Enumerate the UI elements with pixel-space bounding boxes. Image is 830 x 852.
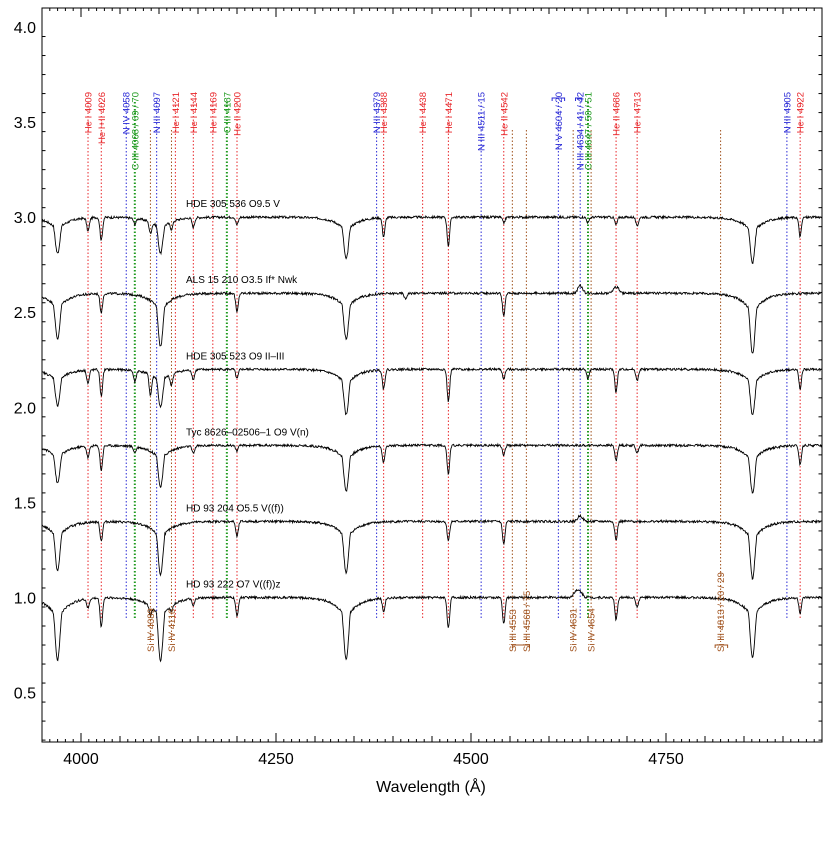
y-tick-label: 1.5 [14, 495, 36, 512]
spectrum-label: HDE 305 536 O9.5 V [186, 199, 280, 210]
y-tick-label: 3.5 [14, 115, 36, 132]
line-id-label: Si III 4568 / 75 [522, 591, 533, 652]
line-id-label: He I 4438 [418, 92, 429, 133]
line-id-label: He I 4471 [444, 92, 455, 133]
y-tick-label: 2.5 [14, 305, 36, 322]
line-id-label: Si III 4813 / 20 / 29 [716, 572, 727, 652]
line-id-label: N IV 4058 [122, 92, 133, 134]
line-id-label: Si IV 4116 [167, 609, 178, 652]
y-tick-label: 4.0 [14, 20, 36, 37]
spectrum-line [41, 366, 823, 416]
spectrum-line [41, 214, 823, 264]
line-id-label: C III 4187 [222, 92, 233, 133]
line-id-label: Si IV 4654 [587, 608, 598, 652]
line-id-label: N III 4379 [372, 92, 383, 133]
x-tick-label: 4250 [258, 751, 294, 768]
line-id-label: C III 4068 / 69 / 70 [130, 92, 141, 170]
line-id-label: Si III 4553 [508, 609, 519, 652]
line-id-label: N III 4905 [782, 92, 793, 133]
line-id-label: He I 4922 [796, 92, 807, 133]
line-id-label: He II 4542 [499, 92, 510, 136]
blend-bracket [551, 97, 566, 101]
spectrum-label: ALS 15 210 O3.5 If* Nwk [186, 275, 298, 286]
line-id-label: N III 4097 [152, 92, 163, 133]
y-tick-label: 2.0 [14, 400, 36, 417]
line-id-label: He I+II 4026 [97, 92, 108, 144]
line-id-label: He I 4144 [189, 92, 200, 133]
y-tick-label: 0.5 [14, 686, 36, 703]
line-id-label: He I 4009 [84, 92, 95, 133]
line-id-label: N V 4604 / 20 [554, 92, 565, 150]
line-id-label: He I 4388 [379, 92, 390, 133]
spectrum-line [41, 513, 822, 580]
blend-bracket [714, 644, 729, 648]
spectrum-line [41, 588, 823, 663]
spectra-group: HDE 305 536 O9.5 V ALS 15 210 O3.5 If* Nw… [41, 199, 823, 663]
spectrum-label: HD 93 222 O7 V((f))z [186, 579, 280, 590]
x-tick-label: 4750 [648, 751, 684, 768]
line-markers [87, 102, 801, 642]
line-id-label: N III 4511 / 15 [477, 92, 488, 151]
spectrum-label: Tyc 8626–02506–1 O9 V(n) [186, 427, 309, 438]
blend-bracket [575, 97, 583, 101]
x-axis-title: Wavelength (Å) [376, 777, 486, 796]
x-tick-label: 4500 [453, 751, 489, 768]
blend-bracket [511, 644, 530, 648]
axes: 0.5 1.0 1.5 2.0 2.5 3.0 3.5 4.0 4000 4250 4500 4750 [14, 7, 823, 768]
line-id-label: He II 4686 [612, 92, 623, 136]
line-id-label: Si IV 4631 [569, 608, 580, 652]
y-tick-label: 3.0 [14, 210, 36, 227]
spectrum-label: HDE 305 523 O9 II–III [186, 351, 284, 362]
x-tick-label: 4000 [63, 751, 99, 768]
line-id-label: N III 4634 / 41 / 42 [576, 92, 587, 170]
spectrum-label: HD 93 204 O5.5 V((f)) [186, 503, 284, 514]
spectrum-line [41, 442, 823, 494]
line-id-label: He I 4169 [208, 92, 219, 133]
line-id-label: He I 4713 [633, 92, 644, 133]
y-tick-label: 1.0 [14, 590, 36, 607]
line-id-label: He II 4200 [233, 92, 244, 136]
line-id-label: C III 4647 / 50 / 51 [584, 92, 595, 170]
line-id-label: He I 4121 [171, 92, 182, 133]
spectrum-line [41, 283, 822, 354]
line-id-label: Si IV 4089 [146, 608, 157, 652]
